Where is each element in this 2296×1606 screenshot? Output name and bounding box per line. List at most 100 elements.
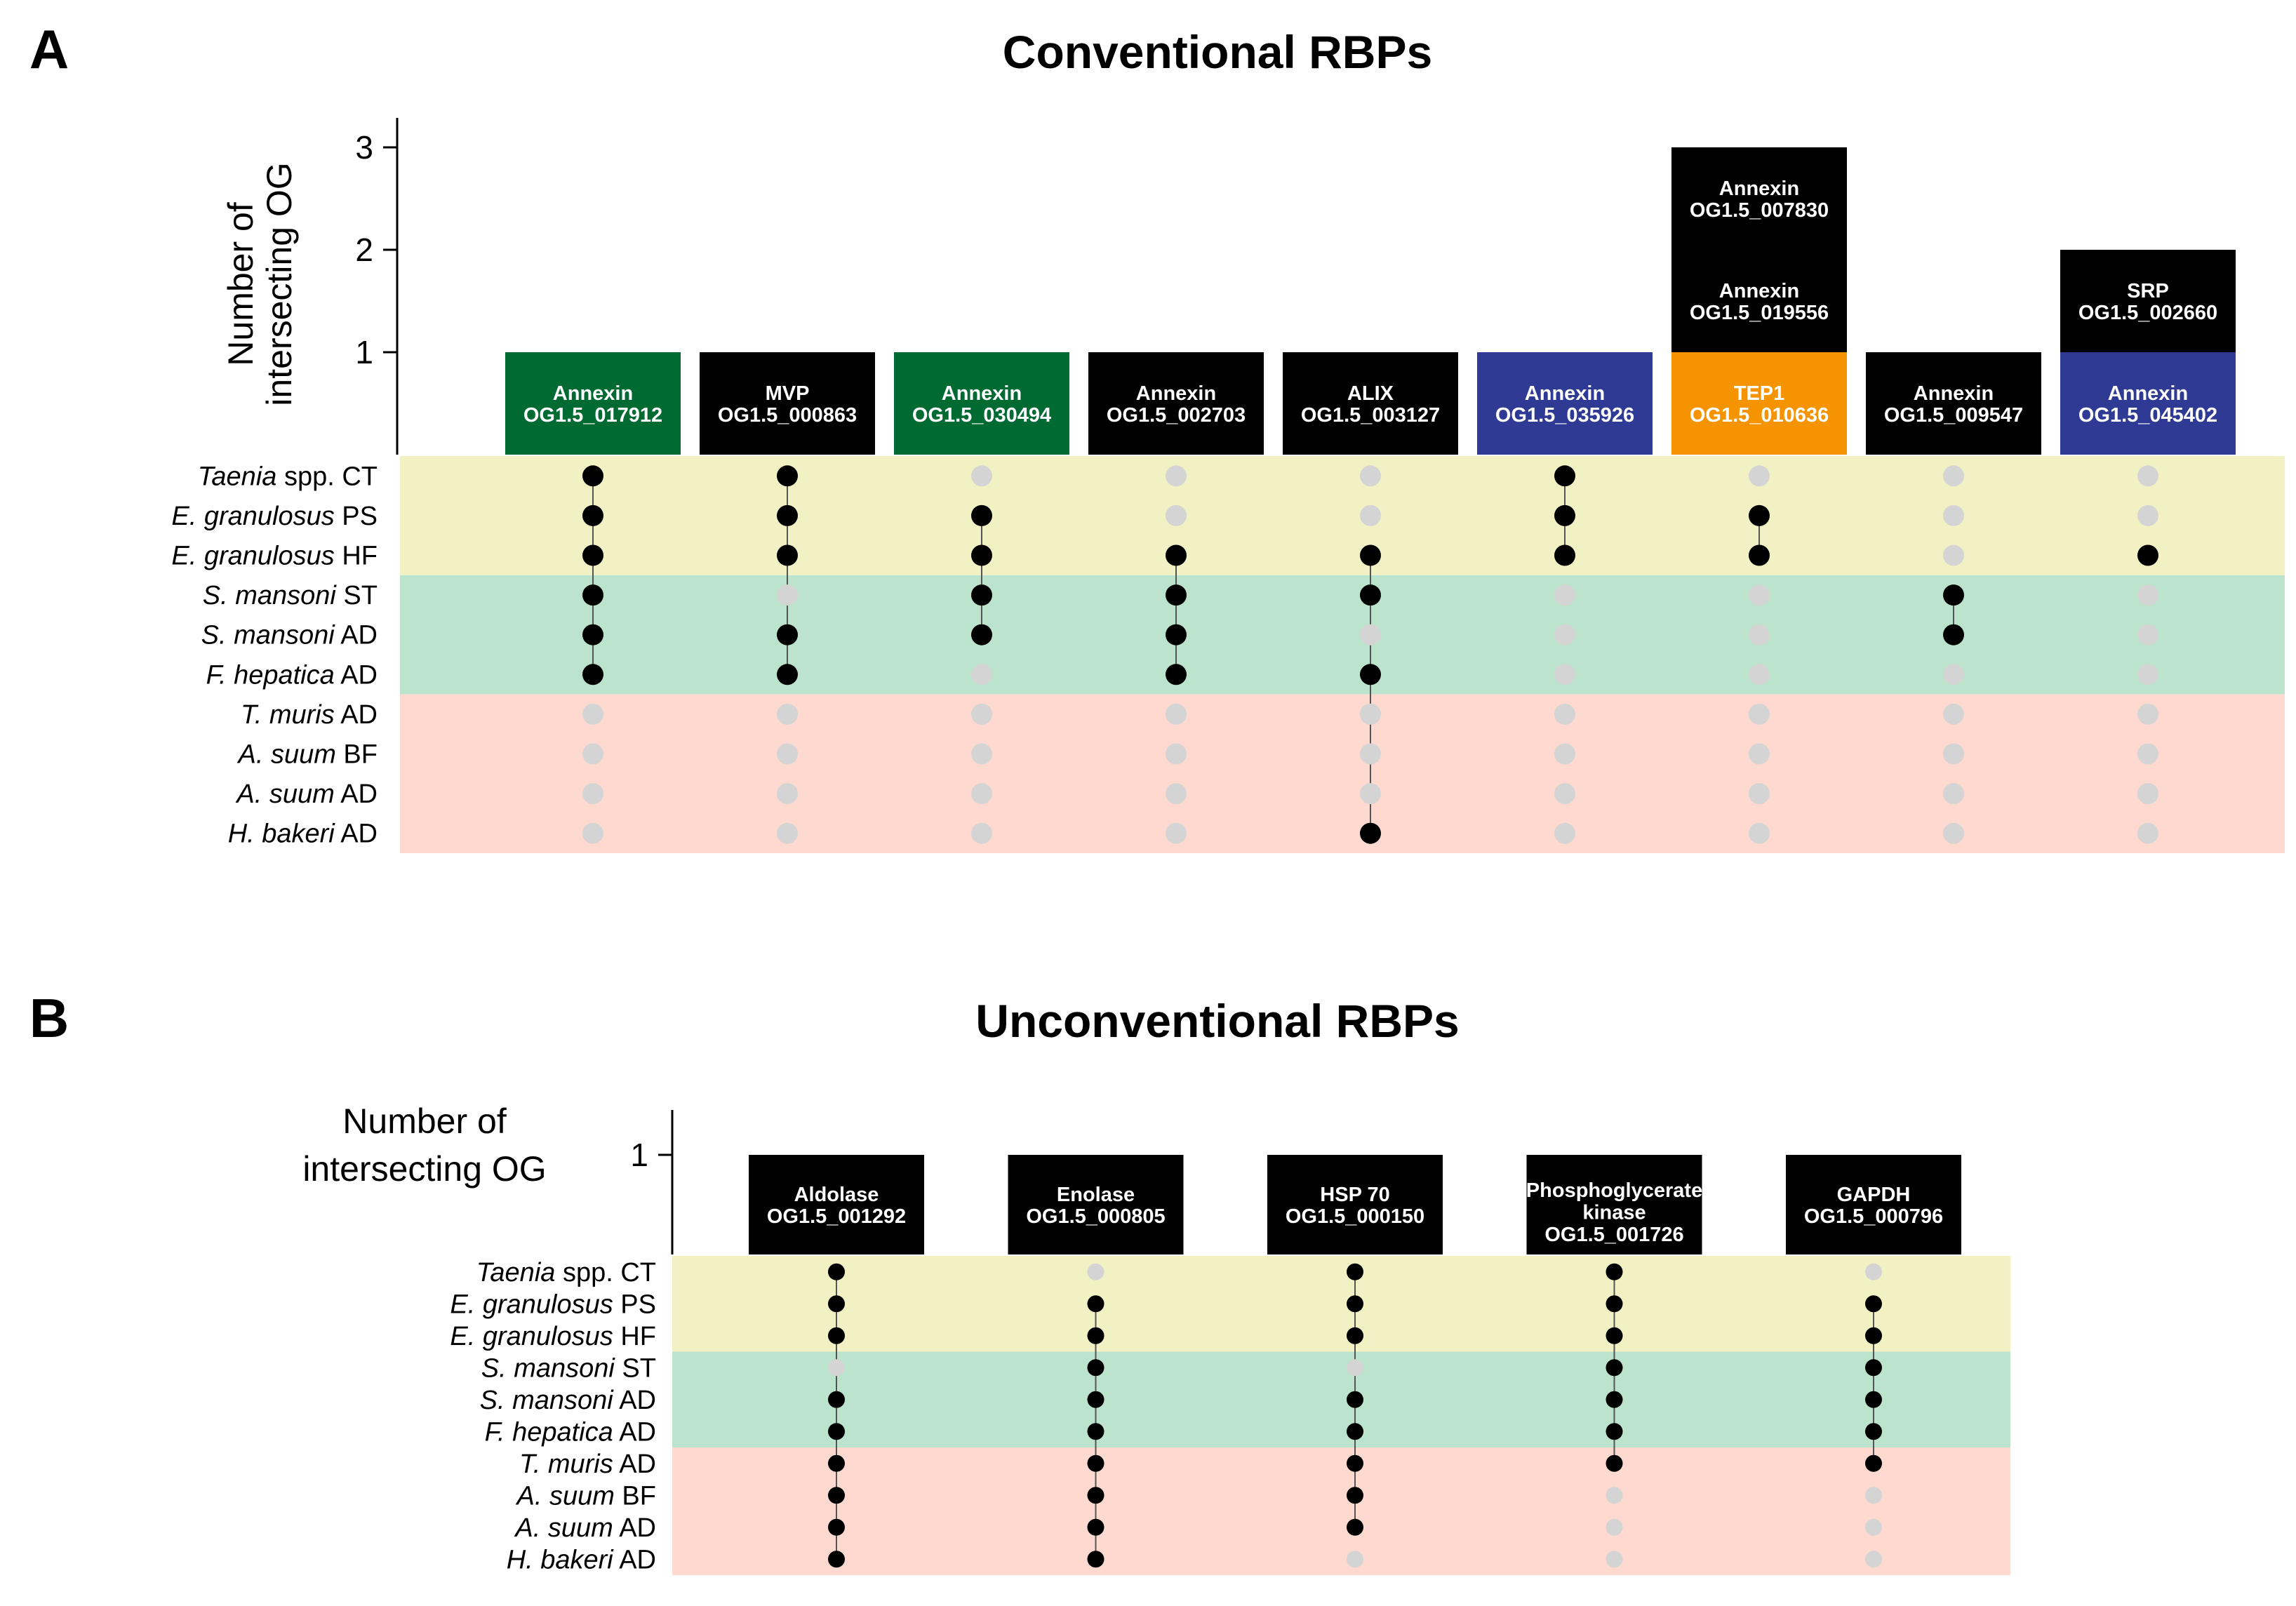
bar-label: OG1.5_010636 <box>1690 404 1829 427</box>
species-label: A. suum AD <box>514 1513 656 1543</box>
present-dot <box>1347 1391 1363 1408</box>
species-label: S. mansoni ST <box>481 1353 656 1383</box>
absent-dot <box>1943 664 1964 685</box>
species-name: S. mansoni <box>481 1353 616 1383</box>
bar-segment <box>505 352 681 455</box>
present-dot <box>1347 1295 1363 1313</box>
present-dot <box>971 584 992 606</box>
species-name: A. suum <box>235 779 334 809</box>
bar-label: ALIX <box>1347 382 1394 405</box>
absent-dot <box>1360 465 1381 487</box>
present-dot <box>1360 822 1381 844</box>
band-cestode <box>400 456 2285 575</box>
species-name: A. suum <box>236 740 335 770</box>
bar-label: OG1.5_045402 <box>2078 404 2217 427</box>
absent-dot <box>1347 1359 1363 1377</box>
absent-dot <box>1943 504 1964 526</box>
present-dot <box>777 624 798 645</box>
species-label: E. granulosus HF <box>171 542 378 571</box>
absent-dot <box>1554 664 1575 685</box>
sample-stage: AD <box>613 1417 656 1447</box>
present-dot <box>2137 544 2158 566</box>
present-dot <box>1347 1518 1363 1536</box>
present-dot <box>1865 1327 1882 1344</box>
absent-dot <box>971 822 992 844</box>
bar-segment <box>1671 147 1847 250</box>
absent-dot <box>1347 1551 1363 1568</box>
absent-dot <box>582 743 603 765</box>
species-name: E. granulosus <box>171 502 334 531</box>
present-dot <box>1749 544 1770 566</box>
bar-label: OG1.5_002703 <box>1107 404 1246 427</box>
bar-segment <box>894 352 1069 455</box>
species-name: S. mansoni <box>201 621 336 650</box>
present-dot <box>777 504 798 526</box>
band-trematode <box>672 1351 2010 1447</box>
panel-letter: B <box>29 987 69 1049</box>
absent-dot <box>1166 465 1187 487</box>
band-cestode <box>672 1256 2010 1352</box>
sample-stage: BF <box>615 1481 656 1511</box>
absent-dot <box>1554 703 1575 725</box>
present-dot <box>777 465 798 487</box>
absent-dot <box>1166 743 1187 765</box>
sample-stage: BF <box>336 740 378 770</box>
present-dot <box>1087 1454 1104 1472</box>
species-label: A. suum BF <box>236 740 378 770</box>
bar-segment <box>1267 1155 1443 1254</box>
species-label: S. mansoni AD <box>201 621 378 650</box>
bar-segment <box>1088 352 1264 455</box>
absent-dot <box>1943 743 1964 765</box>
absent-dot <box>1749 783 1770 805</box>
sample-stage: spp. CT <box>555 1258 656 1287</box>
bar-label: OG1.5_017912 <box>523 404 662 427</box>
bar-label: Annexin <box>1525 382 1605 405</box>
bar-label: OG1.5_003127 <box>1301 404 1440 427</box>
species-name: H. bakeri <box>507 1545 615 1574</box>
absent-dot <box>1554 624 1575 645</box>
present-dot <box>582 584 603 606</box>
bar-label: OG1.5_001292 <box>767 1205 906 1228</box>
bar-label: Aldolase <box>794 1184 879 1206</box>
absent-dot <box>1554 822 1575 844</box>
sample-stage: AD <box>613 1386 656 1415</box>
bar-label: OG1.5_019556 <box>1690 302 1829 324</box>
absent-dot <box>1943 544 1964 566</box>
bar-segment <box>1671 250 1847 352</box>
present-dot <box>777 664 798 685</box>
present-dot <box>582 504 603 526</box>
present-dot <box>1347 1327 1363 1344</box>
bar-label: OG1.5_000796 <box>1804 1205 1943 1228</box>
absent-dot <box>1606 1551 1623 1568</box>
absent-dot <box>1749 664 1770 685</box>
bar-label: Annexin <box>1136 382 1216 405</box>
present-dot <box>582 544 603 566</box>
sample-stage: AD <box>613 1545 656 1574</box>
sample-stage: AD <box>335 660 378 690</box>
absent-dot <box>582 783 603 805</box>
absent-dot <box>2137 664 2158 685</box>
bar-label: Annexin <box>553 382 633 405</box>
bar-label: OG1.5_035926 <box>1495 404 1634 427</box>
sample-stage: AD <box>335 779 378 809</box>
species-name: E. granulosus <box>450 1322 613 1351</box>
species-label: F. hepatica AD <box>206 660 378 690</box>
present-dot <box>1166 544 1187 566</box>
present-dot <box>1606 1423 1623 1440</box>
absent-dot <box>777 743 798 765</box>
present-dot <box>1865 1423 1882 1440</box>
panel-title: Conventional RBPs <box>1003 26 1432 78</box>
species-label: S. mansoni AD <box>480 1386 656 1415</box>
species-name: F. hepatica <box>206 660 335 690</box>
species-label: E. granulosus HF <box>450 1322 656 1351</box>
sample-stage: HF <box>335 542 378 571</box>
sample-stage: AD <box>335 700 378 730</box>
absent-dot <box>2137 584 2158 606</box>
absent-dot <box>1865 1263 1882 1280</box>
y-tick-label: 3 <box>355 129 373 166</box>
present-dot <box>1347 1487 1363 1504</box>
species-name: A. suum <box>515 1481 614 1511</box>
present-dot <box>828 1454 845 1472</box>
absent-dot <box>2137 465 2158 487</box>
